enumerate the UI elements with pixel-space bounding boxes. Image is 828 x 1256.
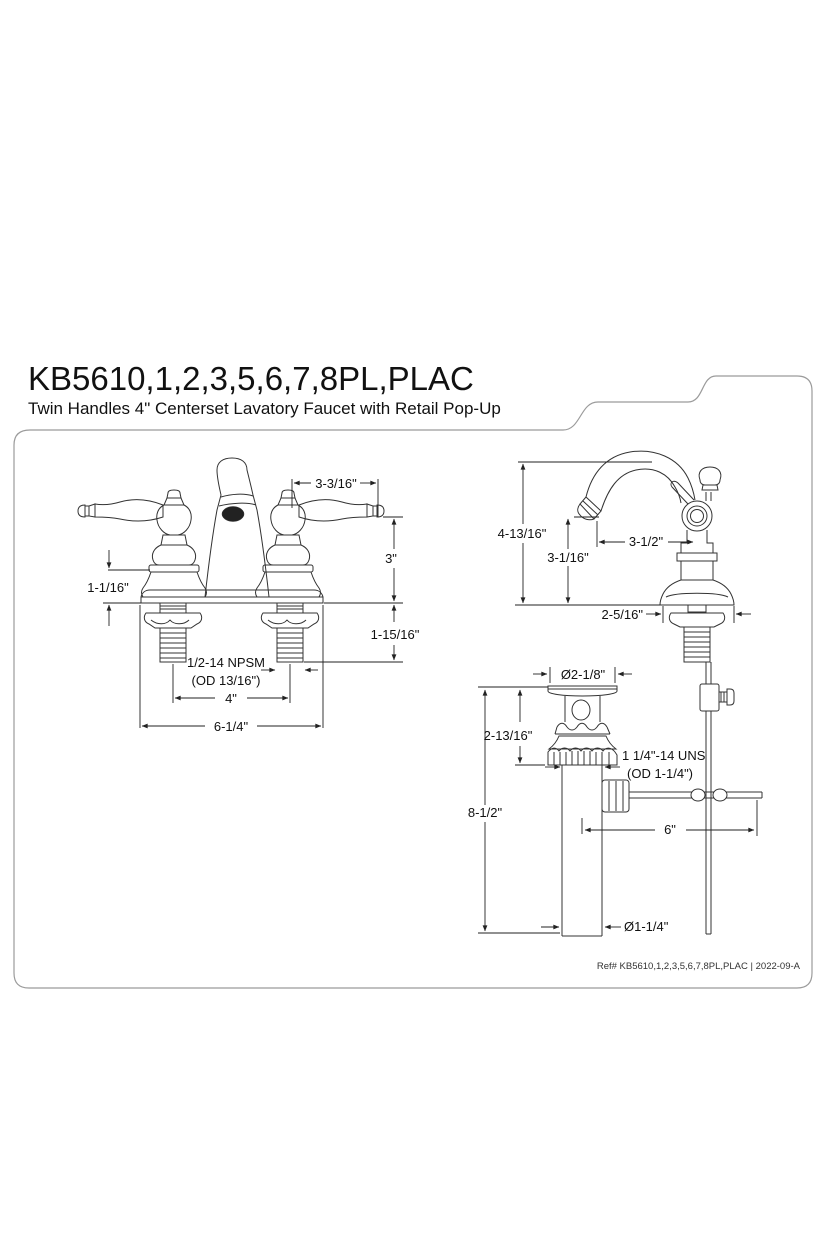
popup-dimensions [478, 667, 758, 934]
dim-handle-height: 3" [385, 551, 397, 566]
shank-right [260, 602, 320, 663]
ref-number: Ref# KB5610,1,2,3,5,6,7,8PL,PLAC | 2022-… [596, 961, 800, 972]
sheet-frame-outline [13, 375, 813, 989]
dim-handle-reach: 3-3/16" [315, 476, 357, 491]
page-title: KB5610,1,2,3,5,6,7,8PL,PLAC [28, 360, 474, 397]
popup-thread-spec-line1: 1 1/4"-14 UNS [622, 748, 706, 763]
popup-thread-spec-line2: (OD 1-1/4") [627, 766, 693, 781]
dim-deck-height: 1-1/16" [87, 580, 129, 595]
front-view-drawing: 3-3/16" 3" 1-1/16" 1-15/16" 1/2-14 NPSM … [77, 457, 420, 734]
dim-center-spacing: 4" [225, 691, 237, 706]
dim-rod-length: 6" [664, 822, 676, 837]
dim-spout-height: 3-1/16" [547, 550, 589, 565]
popup-drain-drawing: Ø2-1/8" 2-13/16" 8-1/2" 1 1/4"-14 UNS (O… [468, 667, 763, 937]
dim-tailpiece-diameter: Ø1-1/4" [624, 919, 669, 934]
dim-overall-width: 6-1/4" [214, 719, 249, 734]
title-block: KB5610,1,2,3,5,6,7,8PL,PLAC Twin Handles… [28, 360, 501, 419]
dim-spout-reach: 3-1/2" [629, 534, 664, 549]
front-view-dimensions [103, 479, 403, 729]
handle-right [255, 489, 385, 598]
dim-popup-overall-height: 8-1/2" [468, 805, 503, 820]
dim-base-width: 2-5/16" [602, 607, 644, 622]
side-view-drawing: 4-13/16" 3-1/16" 3-1/2" 2-5/16" [498, 450, 751, 935]
thread-spec-line2: (OD 13/16") [192, 673, 261, 688]
dim-overall-height: 4-13/16" [498, 526, 547, 541]
shank-left [143, 602, 203, 663]
page-subtitle: Twin Handles 4" Centerset Lavatory Fauce… [28, 399, 501, 418]
thread-spec-line1: 1/2-14 NPSM [187, 655, 265, 670]
side-view-dimensions [515, 461, 751, 623]
aerator [221, 506, 245, 522]
dim-shank-length: 1-15/16" [371, 627, 420, 642]
dim-flange-diameter: Ø2-1/8" [561, 667, 606, 682]
handle-left [77, 489, 207, 598]
dim-top-height: 2-13/16" [484, 728, 533, 743]
